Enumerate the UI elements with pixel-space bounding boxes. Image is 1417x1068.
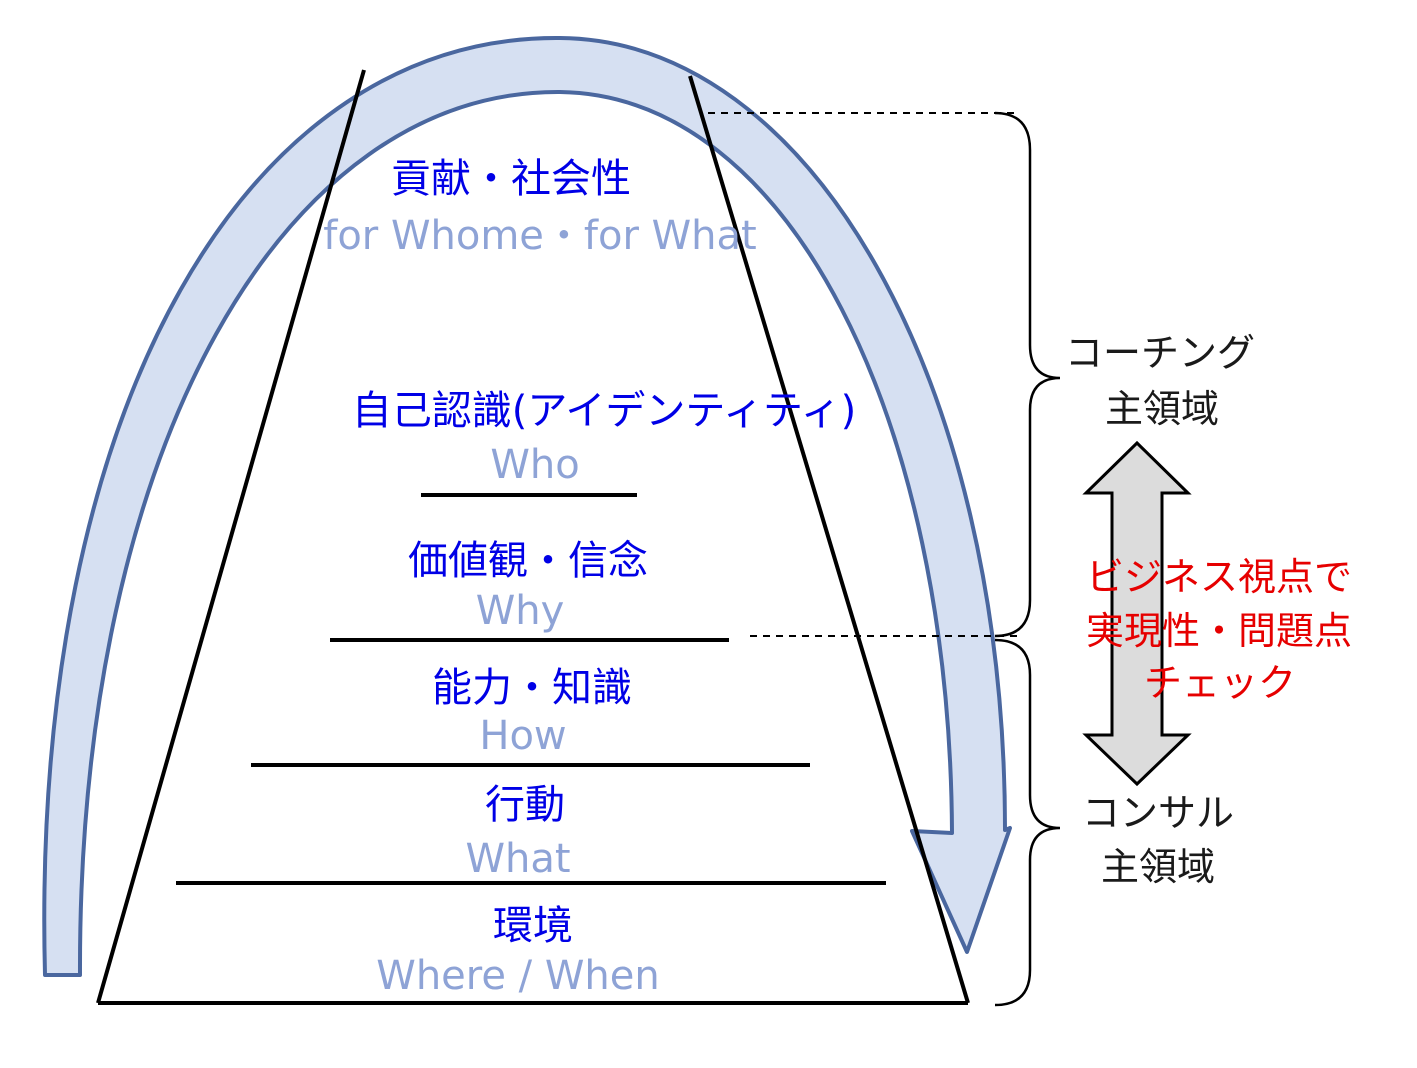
level-behavior-jp: 行動 xyxy=(485,782,565,828)
level-values-en: Why xyxy=(476,588,565,634)
coaching-label-line2: 主領域 xyxy=(1105,387,1219,431)
level-values-jp: 価値観・信念 xyxy=(408,538,648,584)
brace-consult xyxy=(994,638,1061,1007)
level-contribution-jp: 貢献・社会性 xyxy=(391,156,631,202)
level-environment-jp: 環境 xyxy=(493,903,573,949)
check-note-line1: ビジネス視点で xyxy=(1086,555,1352,599)
level-behavior-en: What xyxy=(465,836,570,882)
pyramid-right-edge xyxy=(688,75,970,1004)
brace-coaching xyxy=(994,111,1061,638)
double-arrow xyxy=(1082,440,1192,787)
coaching-label-line1: コーチング xyxy=(1065,331,1255,375)
level-identity-jp: 自己認識(アイデンティティ) xyxy=(352,388,856,434)
level-ability-jp: 能力・知識 xyxy=(432,665,632,711)
level-identity-en: Who xyxy=(490,442,579,488)
pyramid xyxy=(96,69,970,1005)
check-note-line2: 実現性・問題点 xyxy=(1086,609,1352,653)
level-ability-en: How xyxy=(479,713,566,759)
level-environment-en: Where / When xyxy=(376,953,659,999)
consult-label-line1: コンサル xyxy=(1082,791,1234,835)
pyramid-left-edge xyxy=(96,69,366,1004)
check-note-line3: チェック xyxy=(1144,661,1296,705)
level-contribution-en: for Whome・for What xyxy=(323,213,756,259)
curved-arrow xyxy=(42,35,1012,977)
consult-label-line2: 主領域 xyxy=(1101,845,1215,889)
